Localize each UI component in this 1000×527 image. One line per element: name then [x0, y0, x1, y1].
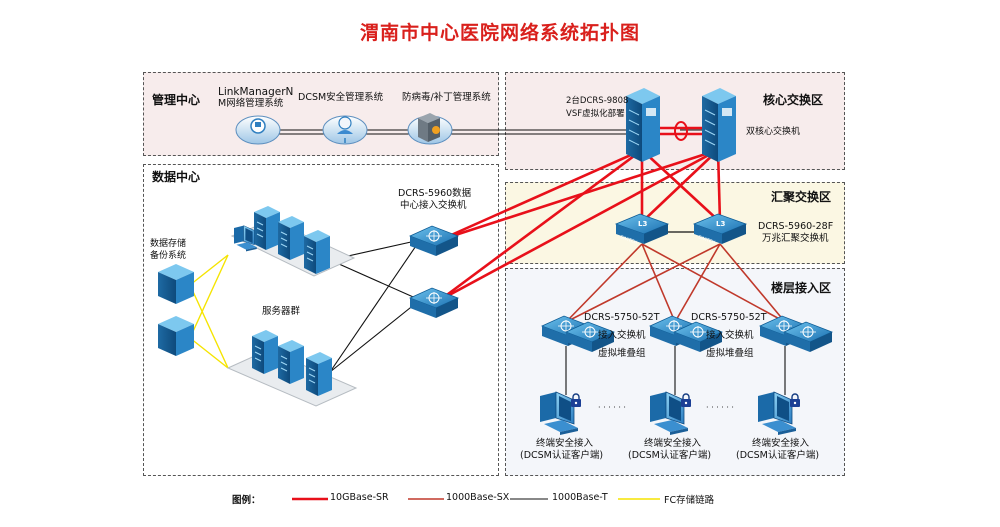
nms-label-line1: LinkManagerN	[218, 86, 294, 98]
nms-label-line2: M网络管理系统	[218, 98, 284, 109]
nms-icon	[235, 115, 281, 145]
dc-switch-label-line2: 中心接入交换机	[400, 200, 467, 211]
terminal-pc-1-icon	[539, 391, 579, 436]
access-desc-a-1: 接入交换机	[598, 330, 646, 341]
terminal-1-label-line2: (DCSM认证客户端)	[520, 450, 604, 461]
aggregation-label-line1: DCRS-5960-28F	[758, 221, 834, 232]
aggregation-switch-1-icon: L3 SWITCH	[614, 213, 670, 246]
antivirus-server-icon	[407, 113, 453, 145]
l3-label: L3	[638, 220, 647, 228]
av-label: 防病毒/补丁管理系统	[402, 92, 491, 103]
terminal-2-label-line1: 终端安全接入	[644, 438, 702, 449]
terminal-2-label-line2: (DCSM认证客户端)	[628, 450, 712, 461]
ellipsis-2: · · · · · ·	[706, 403, 734, 412]
storage-unit-2-icon	[158, 316, 194, 356]
access-desc-b-1: 接入交换机	[706, 330, 754, 341]
management-zone-label: 管理中心	[152, 93, 201, 107]
legend-item-1000sx: 1000Base-SX	[446, 492, 510, 503]
datacenter-zone-label: 数据中心	[152, 170, 201, 184]
link-10gbase-sr-group	[439, 148, 722, 302]
aggregation-zone	[505, 182, 845, 264]
aggregation-switch-2-icon: L3 SWITCH	[692, 213, 748, 246]
legend-item-1000t: 1000Base-T	[552, 492, 608, 503]
access-desc-a-2: 虚拟堆叠组	[598, 348, 646, 359]
terminal-3-label-line2: (DCSM认证客户端)	[736, 450, 820, 461]
core-switch-2-icon	[702, 88, 736, 162]
storage-unit-1-icon	[158, 264, 194, 304]
storage-label-line1: 数据存储	[150, 239, 187, 249]
access-desc-b-2: 虚拟堆叠组	[706, 348, 754, 359]
server-group-2-icon	[226, 329, 358, 407]
core-label-line1: 2台DCRS-9808	[566, 96, 629, 106]
core-label-line2: VSF虚拟化部署	[566, 109, 625, 119]
access-model-2: DCRS-5750-52T	[691, 312, 767, 323]
servers-label: 服务器群	[262, 306, 301, 317]
switch-label: SWITCH	[697, 234, 716, 246]
link-fc-storage-group	[189, 254, 229, 369]
legend-title: 图例：	[232, 495, 261, 506]
dual-core-label: 双核心交换机	[746, 127, 801, 137]
access-model-1: DCRS-5750-52T	[584, 312, 660, 323]
dcsm-label: DCSM安全管理系统	[298, 92, 384, 103]
lock-icon	[570, 393, 582, 408]
page-title: 渭南市中心医院网络系统拓扑图	[359, 22, 640, 44]
link-1000base-sx-group	[565, 243, 786, 323]
core-zone	[505, 72, 845, 170]
aggregation-label-line2: 万兆汇聚交换机	[762, 233, 829, 244]
core-zone-label: 核心交换区	[763, 93, 824, 107]
access-stack-3-icon	[759, 315, 833, 353]
aggregation-zone-label: 汇聚交换区	[771, 190, 832, 204]
legend-item-10g: 10GBase-SR	[330, 492, 389, 503]
lock-icon	[789, 393, 801, 408]
storage-label-line2: 备份系统	[150, 251, 187, 261]
terminal-1-label-line1: 终端安全接入	[536, 438, 594, 449]
dc-switch-label-line1: DCRS-5960数据	[398, 188, 472, 199]
legend-item-fc: FC存储链路	[664, 495, 715, 506]
lock-icon	[680, 393, 692, 408]
terminal-3-label-line1: 终端安全接入	[752, 438, 810, 449]
switch-label: SWITCH	[619, 234, 638, 246]
datacenter-zone	[143, 164, 499, 476]
server-group-1-icon	[230, 205, 356, 277]
ellipsis-1: · · · · · ·	[598, 403, 626, 412]
core-switch-1-icon	[626, 88, 660, 162]
dc-access-switch-1-icon	[409, 225, 459, 257]
vsf-link-icon	[660, 121, 702, 141]
access-zone-label: 楼层接入区	[771, 281, 832, 295]
l3-label: L3	[716, 220, 725, 228]
terminal-pc-3-icon	[757, 391, 797, 436]
dcsm-icon	[322, 115, 368, 145]
terminal-pc-2-icon	[649, 391, 689, 436]
